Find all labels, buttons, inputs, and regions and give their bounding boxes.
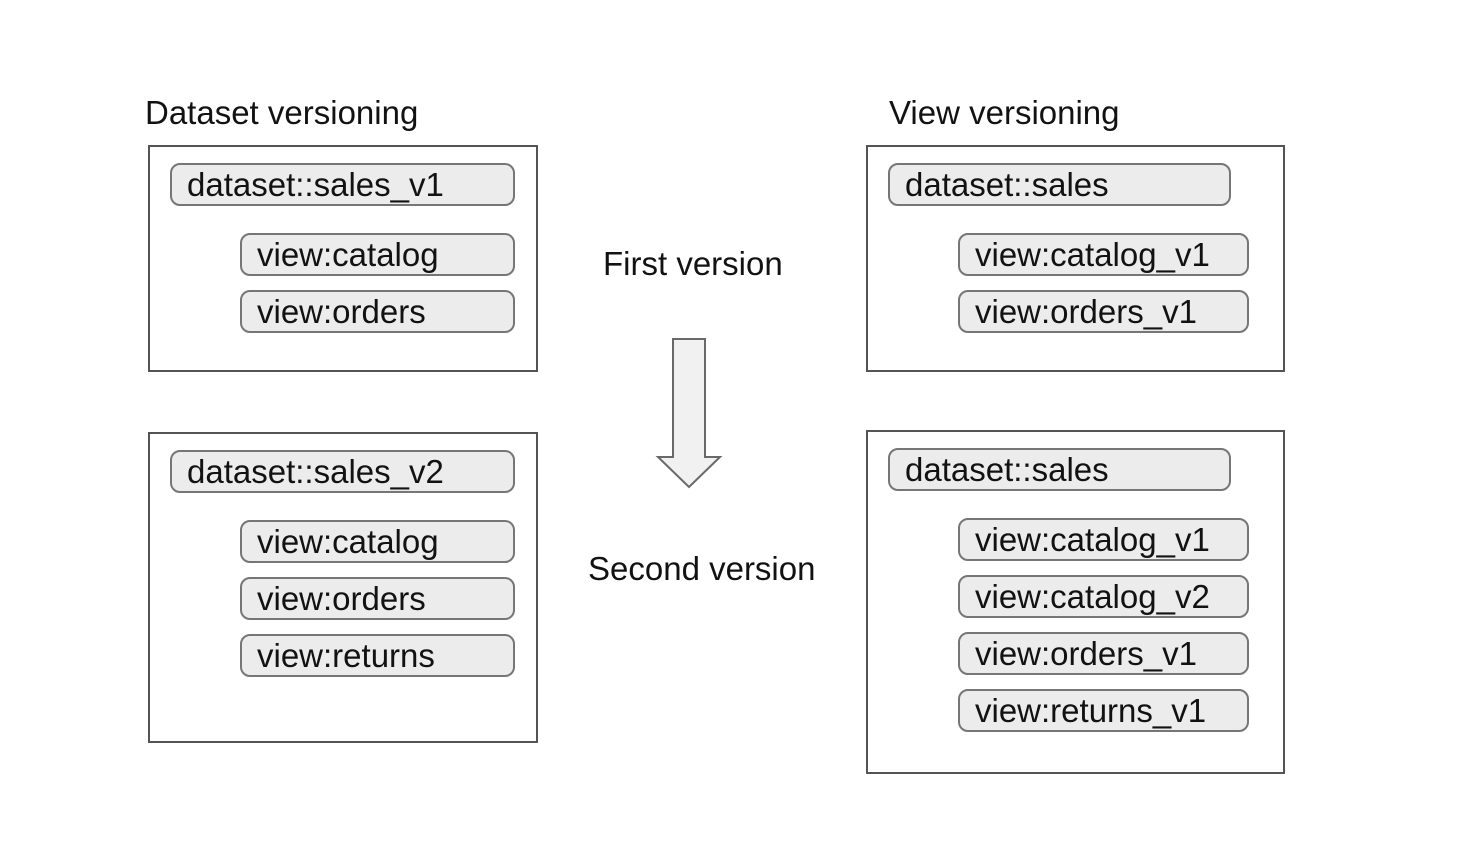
dataset-pill: dataset::sales_v2 xyxy=(170,450,515,493)
view-pill: view:orders xyxy=(240,290,515,333)
dataset-versioning-first-version-box: dataset::sales_v1 view:catalog view:orde… xyxy=(148,145,538,372)
view-versioning-second-version-box: dataset::sales view:catalog_v1 view:cata… xyxy=(866,430,1285,774)
view-versioning-first-version-box: dataset::sales view:catalog_v1 view:orde… xyxy=(866,145,1285,372)
view-pill: view:catalog_v2 xyxy=(958,575,1249,618)
dataset-pill: dataset::sales xyxy=(888,448,1231,491)
dataset-pill: dataset::sales_v1 xyxy=(170,163,515,206)
view-pill: view:orders xyxy=(240,577,515,620)
dataset-versioning-second-version-box: dataset::sales_v2 view:catalog view:orde… xyxy=(148,432,538,743)
view-versioning-title: View versioning xyxy=(889,94,1120,131)
second-version-label: Second version xyxy=(588,550,816,587)
first-version-label: First version xyxy=(603,245,783,282)
view-pill: view:catalog_v1 xyxy=(958,233,1249,276)
view-pill: view:catalog_v1 xyxy=(958,518,1249,561)
view-pill: view:returns xyxy=(240,634,515,677)
view-pill: view:catalog xyxy=(240,233,515,276)
dataset-versioning-title: Dataset versioning xyxy=(145,94,419,131)
view-pill: view:orders_v1 xyxy=(958,632,1249,675)
dataset-pill: dataset::sales xyxy=(888,163,1231,206)
down-arrow-icon xyxy=(655,338,723,489)
view-pill: view:catalog xyxy=(240,520,515,563)
view-pill: view:returns_v1 xyxy=(958,689,1249,732)
view-pill: view:orders_v1 xyxy=(958,290,1249,333)
